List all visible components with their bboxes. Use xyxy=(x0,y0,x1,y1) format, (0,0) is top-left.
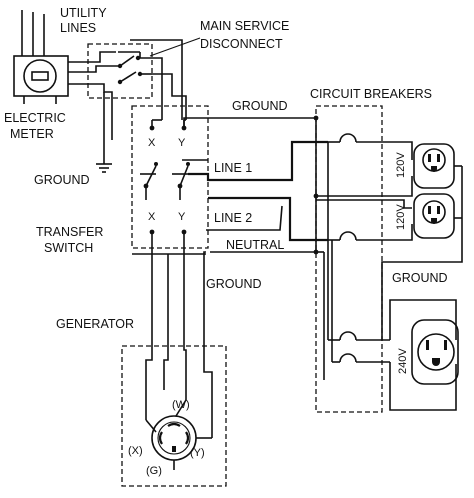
transfer-bottom-terminals xyxy=(149,229,187,235)
receptacle-ground-wire xyxy=(381,166,463,340)
ground-label-mid: GROUND xyxy=(206,277,262,291)
disconnect-switch-contacts xyxy=(117,51,152,85)
utility-to-transfer-wires xyxy=(130,39,187,120)
terminal-y-bottom-label: Y xyxy=(178,211,186,223)
breaker-1 xyxy=(328,133,378,143)
generator-y-label: (Y) xyxy=(190,447,205,459)
meter-to-disconnect-wires xyxy=(68,51,118,140)
terminal-y-top-label: Y xyxy=(178,137,186,149)
circuit-120v-b-wires xyxy=(316,199,413,241)
utility-lines-label-1: UTILITY xyxy=(60,6,107,20)
volt-120-a-label: 120V xyxy=(395,152,407,178)
electric-meter-label-1: ELECTRIC xyxy=(4,111,66,125)
ground-label-top: GROUND xyxy=(232,99,288,113)
electric-meter xyxy=(13,55,69,104)
transfer-switch-label-2: SWITCH xyxy=(44,241,93,255)
circuit-breakers-label: CIRCUIT BREAKERS xyxy=(310,87,432,101)
main-service-leader-line xyxy=(149,37,201,57)
generator-feed-wires xyxy=(132,232,213,438)
breaker-3 xyxy=(328,331,390,341)
ground-label-right: GROUND xyxy=(392,271,448,285)
utility-lines xyxy=(21,10,45,56)
transfer-top-terminals xyxy=(149,119,187,131)
electric-meter-label-2: METER xyxy=(10,127,54,141)
terminal-x-bottom-label: X xyxy=(148,211,156,223)
ground-symbol-left xyxy=(96,92,112,173)
transfer-switch-blades xyxy=(140,162,190,200)
feeder-wires xyxy=(182,140,328,255)
main-service-disconnect-box xyxy=(87,43,153,99)
ground-bus-wire xyxy=(183,115,319,128)
neutral-label: NEUTRAL xyxy=(226,238,284,252)
main-service-label-2: DISCONNECT xyxy=(200,37,283,51)
main-service-label-1: MAIN SERVICE xyxy=(200,19,289,33)
circuit-240v-wires xyxy=(389,299,457,411)
generator-box xyxy=(121,345,227,487)
terminal-x-top-label: X xyxy=(148,137,156,149)
generator-x-label: (X) xyxy=(128,445,143,457)
line-2-label: LINE 2 xyxy=(214,211,252,225)
generator-label: GENERATOR xyxy=(56,317,134,331)
ground-label-left: GROUND xyxy=(34,173,90,187)
line-1-label: LINE 1 xyxy=(214,161,252,175)
receptacle-240v xyxy=(411,319,459,385)
utility-lines-label-2: LINES xyxy=(60,21,96,35)
generator-outlet xyxy=(145,399,212,470)
volt-240-label: 240V xyxy=(397,348,409,374)
receptacle-120v-a xyxy=(413,143,462,189)
breaker-2 xyxy=(328,231,378,241)
panel-bus-wires xyxy=(315,118,333,380)
generator-w-label: (W) xyxy=(172,399,190,411)
circuit-120v-a-wires xyxy=(313,141,413,199)
breaker-panel-box xyxy=(315,105,383,413)
breaker-4 xyxy=(332,353,390,363)
transfer-switch-box xyxy=(131,105,209,249)
generator-g-label: (G) xyxy=(146,465,162,477)
receptacle-120v-b xyxy=(413,193,462,239)
transfer-switch-label-1: TRANSFER xyxy=(36,225,103,239)
volt-120-b-label: 120V xyxy=(395,204,407,230)
